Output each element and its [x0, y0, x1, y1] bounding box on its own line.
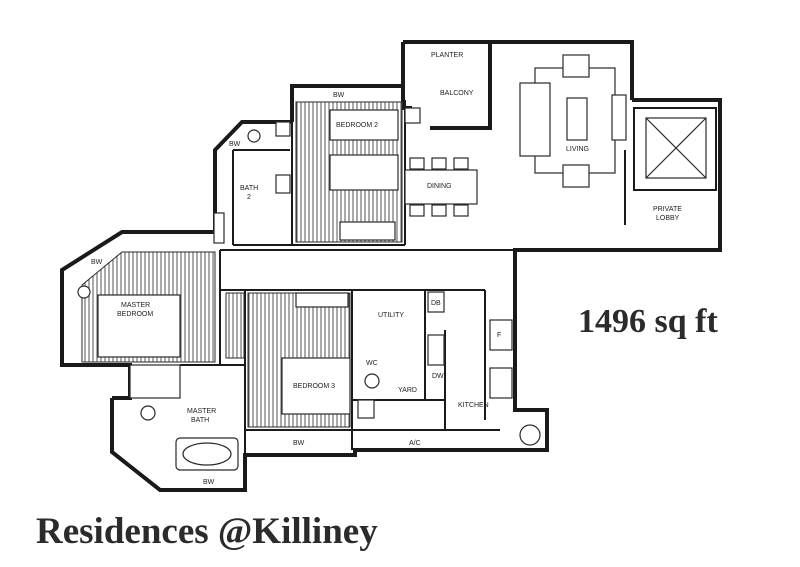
label-master-bedroom-1: MASTER: [121, 302, 150, 309]
label-db: DB: [431, 300, 441, 307]
label-master-bath-1: MASTER: [187, 408, 216, 415]
label-planter: PLANTER: [431, 52, 463, 59]
outer-walls: [60, 40, 722, 492]
room-labels: PLANTER BALCONY BW BEDROOM 2 BW BATH 2 D…: [91, 52, 682, 486]
label-bedroom3: BEDROOM 3: [293, 383, 335, 390]
label-balcony: BALCONY: [440, 90, 474, 97]
label-bw-bottom: BW: [293, 440, 305, 447]
label-private-lobby-2: LOBBY: [656, 215, 680, 222]
label-f: F: [497, 332, 501, 339]
label-kitchen: KITCHEN: [458, 402, 489, 409]
label-utility: UTILITY: [378, 312, 404, 319]
label-master-bedroom-2: BEDROOM: [117, 311, 153, 318]
label-dw: DW: [432, 373, 444, 380]
label-ac: A/C: [409, 440, 421, 447]
label-bw-master-bath: BW: [203, 479, 215, 486]
label-bw-bath2: BW: [229, 141, 241, 148]
floor-area: 1496 sq ft: [578, 303, 718, 340]
property-title: Residences @Killiney: [36, 511, 378, 552]
label-living: LIVING: [566, 146, 589, 153]
label-master-bath-2: BATH: [191, 417, 209, 424]
interior-walls: [180, 100, 626, 455]
label-bw-master: BW: [91, 259, 103, 266]
label-bedroom2: BEDROOM 2: [336, 122, 378, 129]
label-yard: YARD: [398, 387, 417, 394]
label-bath2-line1: BATH: [240, 185, 258, 192]
label-dining: DINING: [427, 183, 452, 190]
furniture: [77, 54, 707, 471]
label-wc: WC: [366, 360, 378, 367]
label-bw-top: BW: [333, 92, 345, 99]
label-bath2-line2: 2: [247, 194, 251, 201]
label-private-lobby-1: PRIVATE: [653, 206, 682, 213]
